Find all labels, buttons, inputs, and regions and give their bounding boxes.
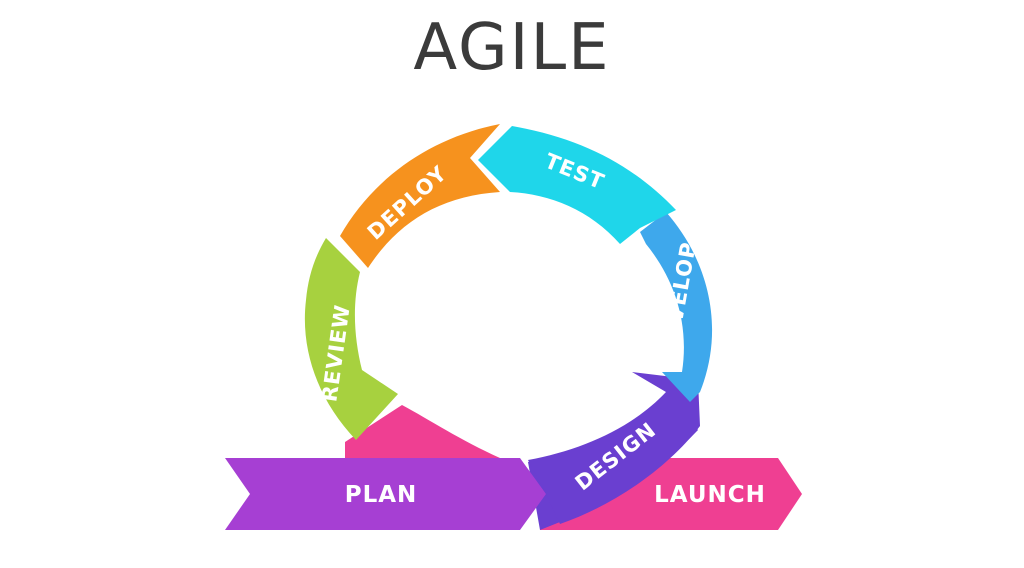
develop-segment xyxy=(640,212,713,402)
plan-band xyxy=(225,458,546,530)
test-segment xyxy=(478,126,676,244)
deploy-segment xyxy=(340,124,500,268)
design-segment-front xyxy=(528,372,700,524)
plan-label: PLAN xyxy=(345,482,418,508)
launch-tail xyxy=(345,405,520,470)
review-segment xyxy=(304,238,398,440)
page-title: AGILE xyxy=(413,11,611,85)
launch-label: LAUNCH xyxy=(654,482,766,508)
